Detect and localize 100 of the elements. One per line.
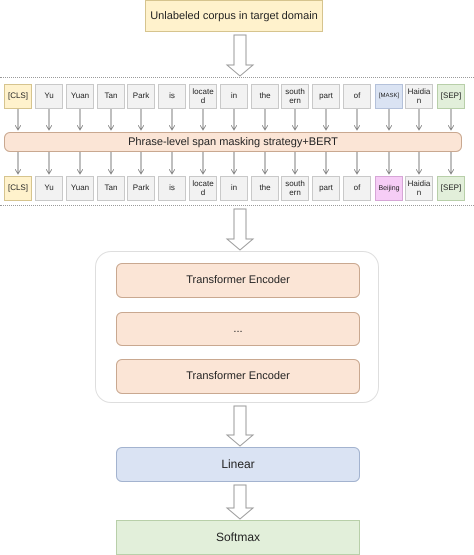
process-box [116,263,360,298]
node-text: Tan [104,184,118,193]
token-box [97,176,125,201]
node-text: Transformer Encoder [186,274,290,287]
node-text: is [168,184,176,193]
process-box [116,359,360,394]
arrow [230,152,238,174]
arrow [108,152,114,174]
arrow [108,108,114,130]
node-text: Tan [104,92,118,101]
arrow [262,152,268,174]
block-arrow [226,34,254,77]
token-box [127,176,155,201]
node-text: Park [132,92,150,101]
token-box [220,176,248,201]
arrow [322,152,330,174]
node-text: Yuan [70,184,90,193]
token-box [35,84,63,109]
token-box [251,176,279,201]
arrow [322,108,330,130]
token-box [343,176,371,201]
node-text: [SEP] [440,184,462,193]
encoder-stack-panel [95,251,379,403]
arrow [386,152,392,174]
token-box [251,84,279,109]
node-text: of [352,184,362,193]
arrow [168,108,176,130]
node-text: ... [233,322,243,336]
token-box [312,84,340,109]
token-box [158,84,186,109]
node-text: Park [132,184,150,193]
token-box [158,176,186,201]
node-text: the [258,184,272,193]
node-text: part [318,92,334,101]
node-text: [CLS] [6,92,29,101]
model-bar [4,132,462,152]
node-text: south ern [284,88,306,106]
arrow [138,108,144,130]
token-box [343,84,371,109]
node-text: Transformer Encoder [186,370,290,383]
arrow [262,108,268,130]
process-box [116,520,360,555]
token-box [220,84,248,109]
node-text: in [230,184,238,193]
arrow [386,108,392,130]
node-text: Linear [221,458,255,472]
arrow [76,152,84,174]
token-box [66,176,94,201]
block-arrow [226,484,254,520]
node-text: Haidia n [406,88,432,106]
arrow [14,152,22,174]
node-text: Haidia n [406,180,432,198]
arrow [416,108,422,130]
node-text: Yuan [70,92,90,101]
arrow [354,108,360,130]
node-text: [CLS] [6,184,29,193]
arrow [448,152,454,174]
process-box [145,0,323,32]
token-box [4,84,32,109]
token-box [437,84,465,109]
node-text: locate d [191,88,215,106]
arrow [354,152,360,174]
node-text: is [168,92,176,101]
node-text: Softmax [216,530,260,544]
node-text: part [318,184,334,193]
node-text: of [352,92,362,101]
token-box [35,176,63,201]
arrow [292,108,298,130]
process-box [116,312,360,346]
node-text: south ern [284,180,306,198]
block-arrow [226,208,254,251]
node-text: Unlabeled corpus in target domain [150,10,318,22]
process-box [116,447,360,482]
arrow [138,152,144,174]
arrow [448,108,454,130]
node-text: Yu [43,92,55,101]
token-box [375,176,403,201]
arrow [14,108,22,130]
block-arrow [226,406,254,447]
arrow [200,108,206,130]
arrow [416,152,422,174]
token-box [127,84,155,109]
token-box [4,176,32,201]
arrow [230,108,238,130]
token-box [312,176,340,201]
node-text: Yu [43,184,55,193]
node-text: in [230,92,238,101]
token-box [97,84,125,109]
token-box [375,84,403,109]
token-box [437,176,465,201]
node-text: locate d [191,180,215,198]
arrow [200,152,206,174]
arrow [292,152,298,174]
arrow [46,152,52,174]
node-text: [SEP] [440,92,462,101]
arrow [76,108,84,130]
node-text: the [258,92,272,101]
token-box [66,84,94,109]
arrow [46,108,52,130]
node-text: Phrase-level span masking strategy+BERT [128,136,338,148]
